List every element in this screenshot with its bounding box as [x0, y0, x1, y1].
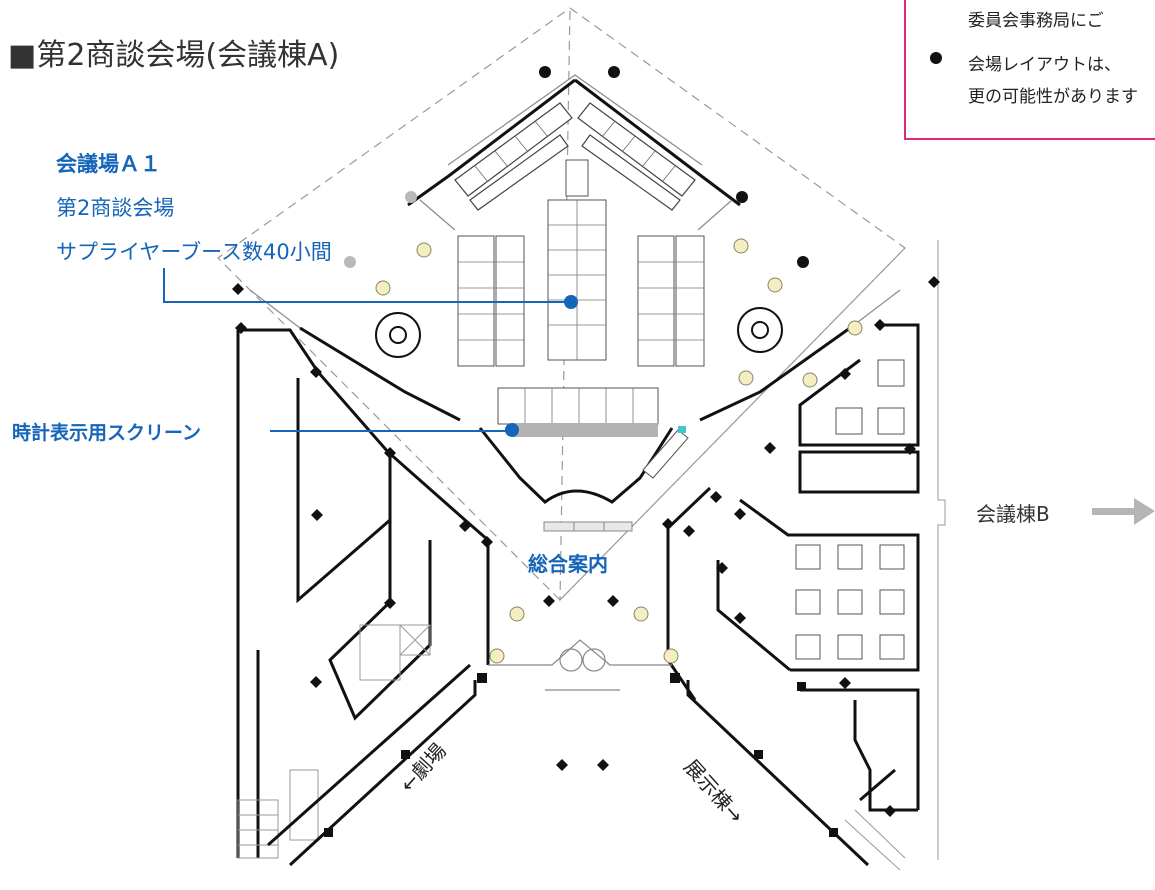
hall-name: 会議場Ａ１: [56, 152, 161, 176]
building-b-label: 会議棟B: [976, 502, 1050, 526]
arrow-to-building-b: [1092, 498, 1155, 525]
screen-marker: [505, 423, 519, 437]
hall-walls: [299, 78, 851, 504]
info-desk: [543, 521, 633, 532]
notice-line-2: 会場レイアウトは、: [968, 55, 1121, 75]
hall-subtitle: 第2商談会場: [56, 196, 175, 220]
side-counter: [642, 426, 689, 479]
round-columns: [539, 66, 809, 268]
round-tables: [375, 238, 863, 664]
bullet-icon: [930, 52, 942, 64]
clock-screen: [512, 423, 658, 437]
hall-booth-count: サプライヤーブース数40小間: [56, 240, 332, 264]
front-booth-row: [497, 387, 659, 425]
notice-line-1: 委員会事務局にご: [968, 11, 1104, 31]
left-wing-inner: [237, 624, 431, 859]
entrance-lines: [488, 639, 672, 691]
notice-box: 委員会事務局にご 会場レイアウトは、 更の可能性があります: [904, 0, 1155, 140]
right-wing-outer: [844, 240, 946, 871]
page-title: ■第2商談会場(会議棟A): [8, 38, 340, 73]
angled-booths: [454, 102, 696, 211]
screen-label: 時計表示用スクリーン: [12, 422, 202, 444]
info-desk-label: 総合案内: [528, 552, 608, 576]
spiral-stairs: [375, 307, 783, 358]
left-wing-walls: [236, 328, 490, 858]
notice-line-3: 更の可能性があります: [968, 87, 1138, 107]
gray-columns: [344, 191, 417, 268]
bottom-wing-walls: [267, 663, 870, 867]
square-columns: [324, 673, 838, 837]
right-wing-walls: [666, 323, 920, 812]
leader-lines: [163, 268, 571, 432]
angled-booth-dividers: [474, 120, 676, 183]
hall-a1-marker: [564, 295, 578, 309]
column-markers: [232, 276, 940, 817]
right-wing-tables: [795, 359, 905, 660]
